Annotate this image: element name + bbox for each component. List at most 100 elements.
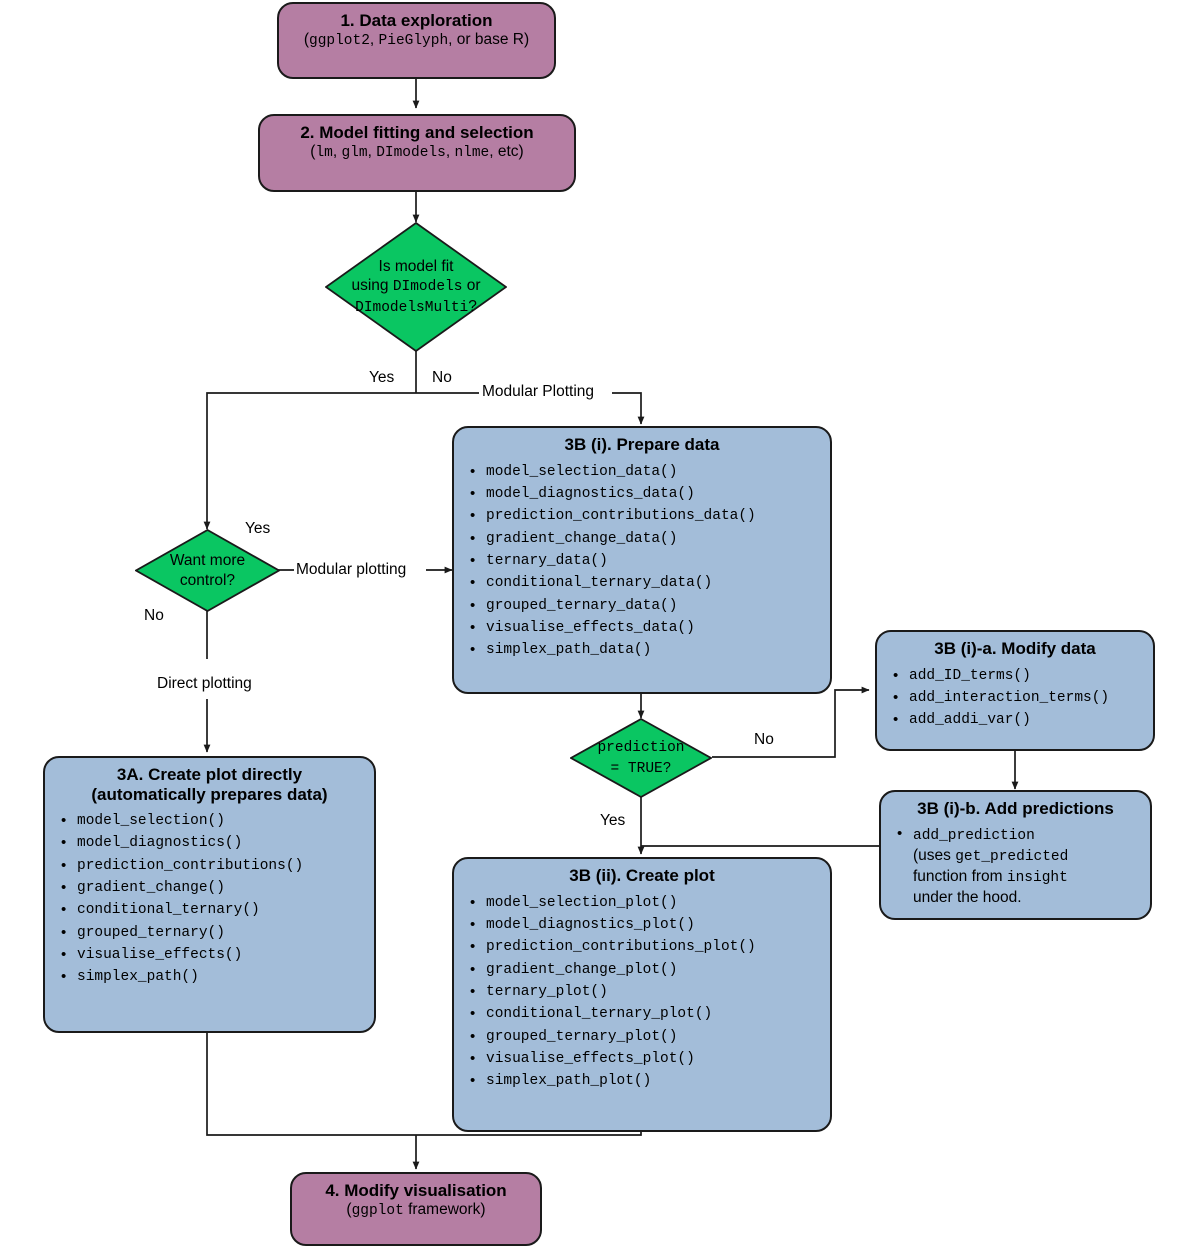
- node-step4-modify-visualisation[interactable]: 4. Modify visualisation (ggplot framewor…: [290, 1172, 542, 1246]
- 3Bii-title: 3B (ii). Create plot: [569, 866, 715, 885]
- node-3Bib-add-predictions[interactable]: 3B (i)-b. Add predictions add_prediction…: [879, 790, 1152, 920]
- 3Bi-function-list: model_selection_data() model_diagnostics…: [454, 460, 830, 662]
- decision1-label: Is model fit using DImodels or DImodelsM…: [325, 222, 507, 352]
- step4-code-ggplot: ggplot: [351, 1202, 404, 1219]
- edge-decision3-no-to-modify: [712, 686, 870, 758]
- decision-is-model-fit-dimodels[interactable]: Is model fit using DImodels or DImodelsM…: [325, 222, 507, 352]
- node-step1-data-exploration[interactable]: 1. Data exploration (ggplot2, PieGlyph, …: [277, 2, 556, 79]
- step2-code-dimodels: DImodels: [376, 144, 446, 161]
- list-item: visualise_effects_plot(): [470, 1047, 830, 1070]
- decision1-line2-pre: using: [351, 277, 393, 295]
- step2-code-lm: lm: [315, 144, 333, 161]
- list-item: prediction_contributions(): [61, 854, 374, 877]
- step4-title: 4. Modify visualisation: [325, 1181, 507, 1200]
- 3Bib-line4: under the hood.: [913, 888, 1022, 906]
- step2-sub-open: (: [310, 142, 316, 160]
- list-item: visualise_effects(): [61, 943, 374, 966]
- node-3A-create-plot-directly[interactable]: 3A. Create plot directly (automatically …: [43, 756, 376, 1033]
- node-3Bi-prepare-data[interactable]: 3B (i). Prepare data model_selection_dat…: [452, 426, 832, 694]
- decision2-line1: Want more: [169, 551, 246, 569]
- edge-label-decision3-no: No: [752, 731, 776, 749]
- decision3-line2: = TRUE?: [610, 761, 672, 777]
- edge-decision1-no-to-prepare: [612, 392, 645, 425]
- step1-title: 1. Data exploration: [340, 11, 493, 30]
- list-item: ternary_plot(): [470, 980, 830, 1003]
- edge-label-decision1-no: No: [430, 369, 454, 387]
- node-step2-model-fitting[interactable]: 2. Model fitting and selection (lm, glm,…: [258, 114, 576, 192]
- step1-subtitle: (ggplot2, PieGlyph, or base R): [279, 31, 554, 50]
- list-item: gradient_change_data(): [470, 527, 830, 550]
- list-item: visualise_effects_data(): [470, 616, 830, 639]
- edge-label-direct-plotting: Direct plotting: [155, 675, 254, 693]
- list-item: gradient_change(): [61, 876, 374, 899]
- 3Bib-code-add-prediction: add_prediction: [913, 827, 1035, 844]
- 3Bib-code-insight: insight: [1006, 869, 1068, 886]
- node-3Bii-create-plot[interactable]: 3B (ii). Create plot model_selection_plo…: [452, 857, 832, 1132]
- list-item: ternary_data(): [470, 549, 830, 572]
- list-item: grouped_ternary(): [61, 921, 374, 944]
- 3Bib-line2-pre: (uses: [913, 846, 956, 864]
- edge-label-modular-plotting-upper: Modular Plotting: [480, 383, 597, 401]
- step2-code-glm: glm: [341, 144, 368, 161]
- 3Bia-function-list: add_ID_terms() add_interaction_terms() a…: [877, 664, 1153, 732]
- step1-code-pieglyph: PieGlyph: [378, 32, 449, 49]
- decision3-label: prediction = TRUE?: [570, 718, 712, 798]
- decision1-line2-post: or: [462, 277, 481, 295]
- list-item: conditional_ternary_plot(): [470, 1002, 830, 1025]
- decision2-line2: control?: [179, 571, 236, 589]
- decision3-line1: prediction: [597, 740, 685, 757]
- list-item: gradient_change_plot(): [470, 958, 830, 981]
- step1-sub-open: (: [303, 30, 309, 48]
- node-3Bia-modify-data[interactable]: 3B (i)-a. Modify data add_ID_terms() add…: [875, 630, 1155, 751]
- step1-sep1: ,: [369, 30, 379, 48]
- edge-decision1-yes-to-decision2: [203, 392, 416, 530]
- list-item: add_ID_terms(): [893, 664, 1153, 687]
- 3Bi-title: 3B (i). Prepare data: [564, 435, 720, 454]
- decision1-line3-post: ?: [468, 297, 477, 315]
- 3A-title-line1: 3A. Create plot directly: [116, 765, 303, 784]
- 3Bii-function-list: model_selection_plot() model_diagnostics…: [454, 891, 830, 1093]
- step2-sep2: ,: [367, 142, 377, 160]
- decision1-diamond-shape: [325, 222, 507, 352]
- step2-subtitle: (lm, glm, DImodels, nlme, etc): [260, 143, 574, 162]
- 3Bib-function-list: add_prediction (uses get_predicted funct…: [881, 824, 1150, 909]
- step1-sub-tail: , or base R): [448, 30, 530, 48]
- list-item: model_selection(): [61, 809, 374, 832]
- 3Bib-line3-pre: function from: [913, 867, 1007, 885]
- decision-prediction-true[interactable]: prediction = TRUE?: [570, 718, 712, 798]
- 3A-function-list: model_selection() model_diagnostics() pr…: [45, 809, 374, 989]
- step4-sub-open: (: [346, 1200, 352, 1218]
- decision1-line1: Is model fit: [378, 257, 454, 275]
- list-item: add_prediction (uses get_predicted funct…: [897, 824, 1150, 909]
- edge-3Bii-merge: [416, 1132, 642, 1136]
- list-item: prediction_contributions_data(): [470, 504, 830, 527]
- decision2-label: Want more control?: [135, 529, 280, 612]
- 3Bib-code-get-predicted: get_predicted: [955, 848, 1069, 865]
- step2-title: 2. Model fitting and selection: [300, 123, 534, 142]
- step2-code-nlme: nlme: [454, 144, 490, 161]
- 3A-title-line2: (automatically prepares data): [91, 784, 328, 804]
- edge-label-modular-plotting-lower: Modular plotting: [294, 561, 409, 579]
- edge-label-decision2-no: No: [142, 607, 166, 625]
- step4-subtitle: (ggplot framework): [292, 1201, 540, 1220]
- decision1-code-dimodelsmulti: DImodelsMulti: [355, 299, 469, 316]
- decision3-diamond-shape: [570, 718, 712, 798]
- list-item: model_diagnostics_plot(): [470, 913, 830, 936]
- list-item: add_interaction_terms(): [893, 686, 1153, 709]
- 3Bib-title: 3B (i)-b. Add predictions: [917, 799, 1114, 818]
- edge-3A-merge: [206, 1033, 416, 1136]
- list-item: model_diagnostics_data(): [470, 482, 830, 505]
- list-item: model_selection_plot(): [470, 891, 830, 914]
- list-item: model_diagnostics(): [61, 831, 374, 854]
- list-item: simplex_path(): [61, 965, 374, 988]
- decision2-diamond-shape: [135, 529, 280, 612]
- step1-code-ggplot2: ggplot2: [309, 32, 370, 49]
- list-item: conditional_ternary(): [61, 898, 374, 921]
- step2-sep3: ,: [445, 142, 455, 160]
- decision-want-more-control[interactable]: Want more control?: [135, 529, 280, 612]
- list-item: simplex_path_data(): [470, 638, 830, 661]
- list-item: grouped_ternary_data(): [470, 594, 830, 617]
- list-item: prediction_contributions_plot(): [470, 935, 830, 958]
- decision1-code-dimodels: DImodels: [392, 279, 463, 296]
